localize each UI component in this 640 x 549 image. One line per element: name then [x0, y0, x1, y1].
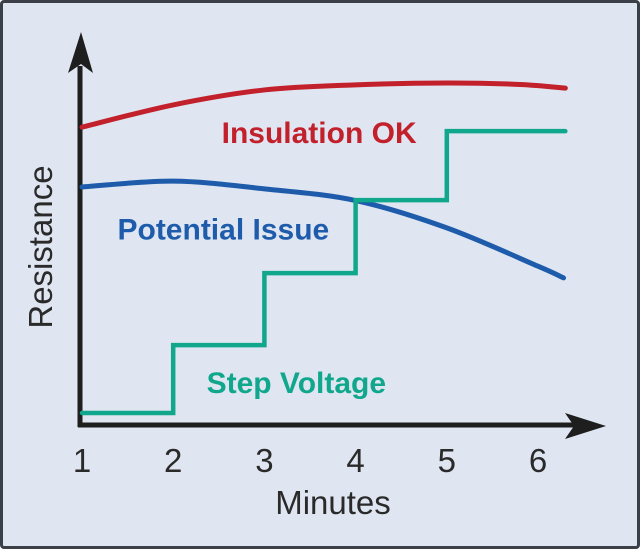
x-tick-label-1: 1 [73, 442, 91, 479]
x-tick-labels-group: 1 2 3 4 5 6 [73, 442, 547, 479]
x-tick-label-5: 5 [438, 442, 456, 479]
x-tick-label-3: 3 [255, 442, 273, 479]
x-axis-arrow-icon [565, 413, 606, 439]
series-label-potential-issue: Potential Issue [117, 214, 329, 247]
series-line-step-voltage [79, 128, 568, 416]
x-axis [78, 413, 606, 439]
x-axis-title: Minutes [275, 484, 391, 521]
x-tick-label-2: 2 [164, 442, 182, 479]
series-label-step-voltage: Step Voltage [207, 367, 386, 400]
series-group [79, 80, 568, 416]
x-tick-label-4: 4 [346, 442, 364, 479]
x-tick-label-6: 6 [529, 442, 547, 479]
y-axis [68, 32, 93, 427]
y-axis-arrow-icon [68, 32, 93, 73]
y-axis-title: Resistance [22, 165, 59, 328]
series-line-insulation-ok [79, 80, 568, 130]
series-label-insulation-ok: Insulation OK [222, 117, 417, 150]
